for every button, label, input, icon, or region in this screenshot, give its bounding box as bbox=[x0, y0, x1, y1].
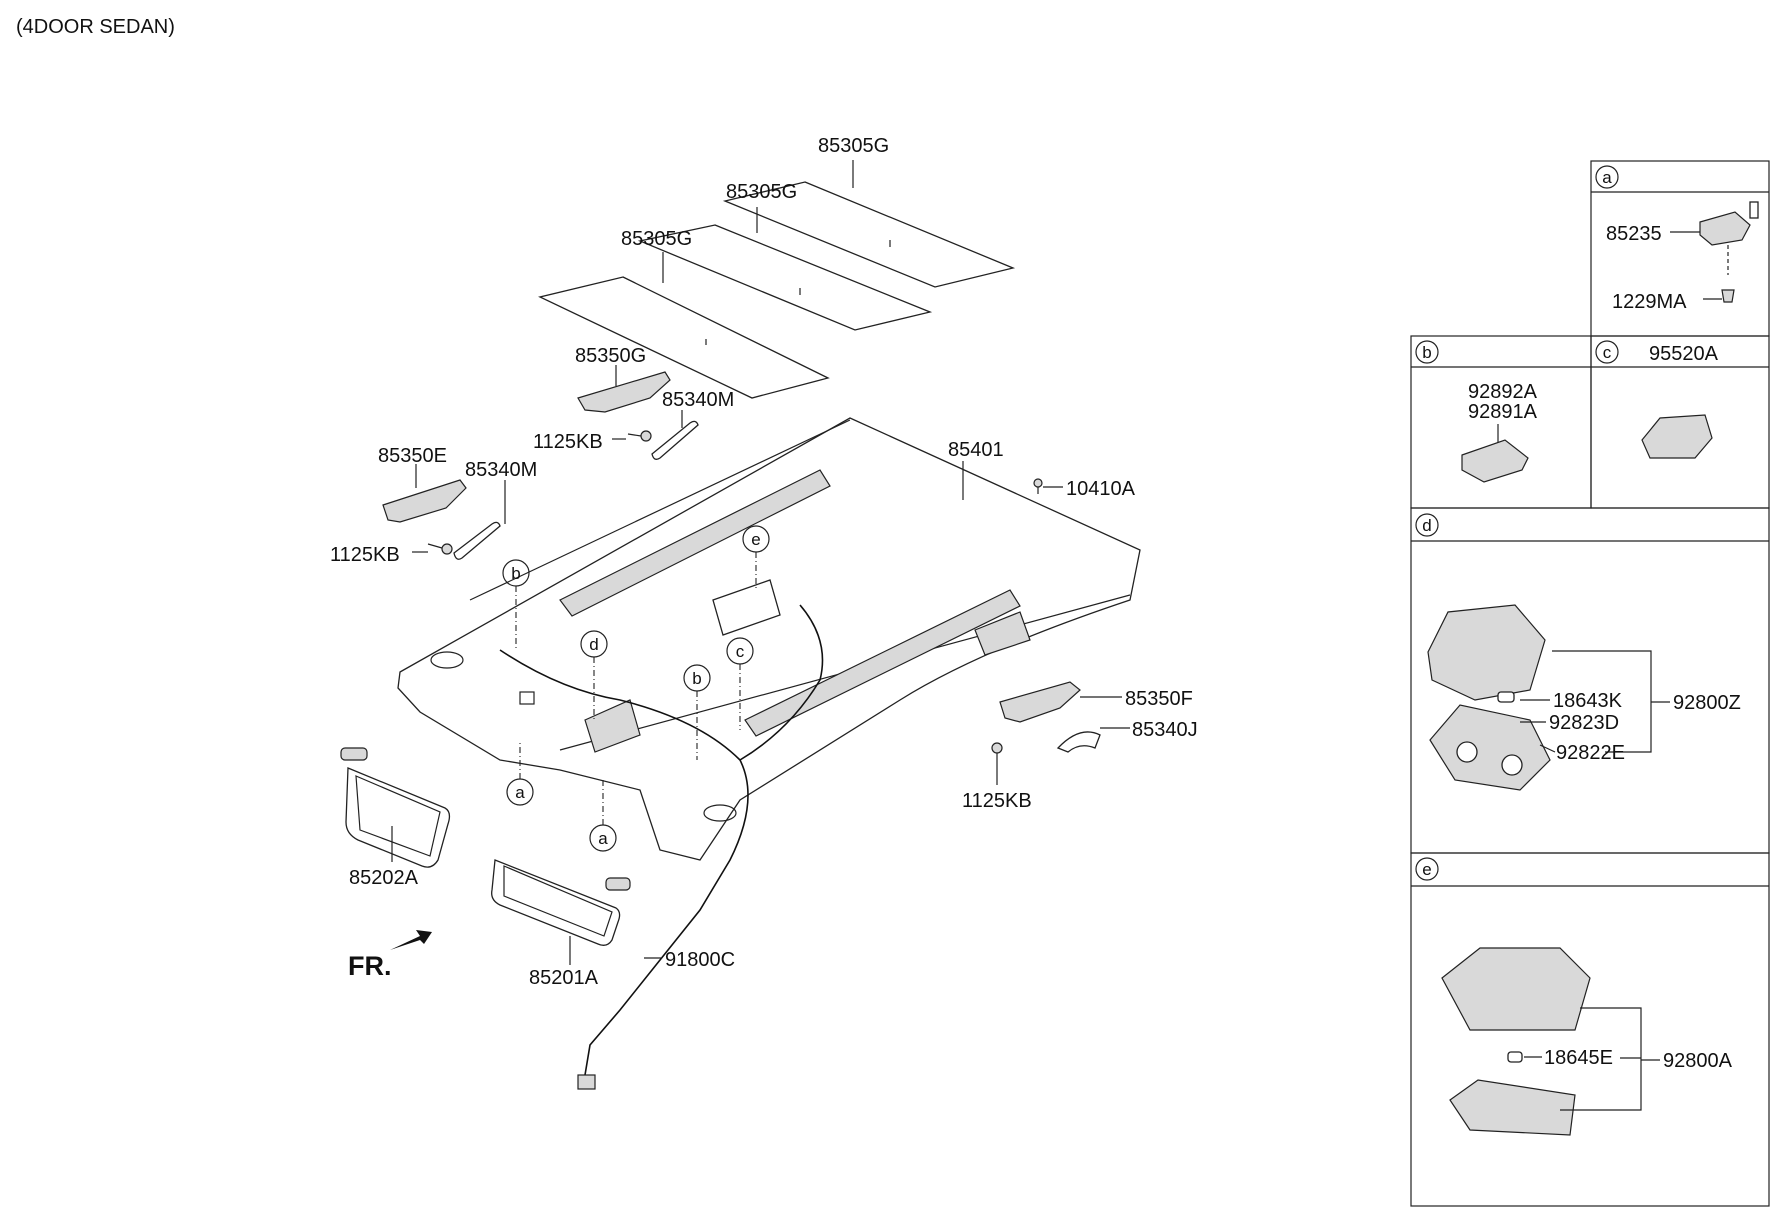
bracket-85350E[interactable] bbox=[382, 479, 467, 523]
label-85340M-upper: 85340M bbox=[662, 389, 734, 411]
svg-text:a: a bbox=[515, 783, 525, 802]
detail-box-c: c 95520A bbox=[1590, 335, 1770, 509]
headliner-opening-rear bbox=[974, 611, 1031, 656]
detail-box-d: d 18643K 92823D 92822E 92800Z bbox=[1410, 507, 1770, 854]
detail-d-part-2: 92823D bbox=[1549, 712, 1619, 734]
bulb-18645E[interactable] bbox=[1507, 1051, 1523, 1063]
headliner-opening-front bbox=[584, 699, 641, 753]
label-85340J: 85340J bbox=[1132, 719, 1198, 741]
svg-text:d: d bbox=[589, 635, 598, 654]
detail-c-part-1: 95520A bbox=[1649, 343, 1719, 365]
svg-text:e: e bbox=[751, 530, 760, 549]
detail-d-tag: d bbox=[1422, 516, 1431, 535]
headliner-rib-right bbox=[744, 589, 1021, 737]
assist-handle-85340M-lower[interactable] bbox=[453, 521, 501, 560]
bolt-1125KB-upper[interactable] bbox=[627, 430, 652, 442]
front-marker: FR. bbox=[348, 951, 392, 981]
roof-pad-front[interactable] bbox=[538, 276, 830, 399]
bracket-85350F[interactable] bbox=[999, 681, 1081, 723]
front-arrow-icon bbox=[390, 930, 432, 950]
label-85350F: 85350F bbox=[1125, 688, 1193, 710]
clip-10410A[interactable] bbox=[1033, 478, 1043, 494]
detail-d-part-4: 92800Z bbox=[1673, 692, 1741, 714]
detail-box-e: e 18645E 92800A bbox=[1410, 852, 1770, 1207]
detail-b-part-1: 92892A bbox=[1468, 381, 1538, 403]
callout-b-left[interactable]: b bbox=[502, 559, 530, 650]
sun-visor-85201A[interactable] bbox=[491, 859, 621, 946]
headliner-room-lamp bbox=[712, 579, 781, 636]
detail-box-a: a 85235 1229MA bbox=[1590, 160, 1770, 337]
label-1125KB-lower: 1125KB bbox=[330, 544, 400, 566]
overhead-console-body[interactable] bbox=[1427, 604, 1546, 701]
callout-b-right[interactable]: b bbox=[683, 664, 711, 760]
bolt-1125KB-right[interactable] bbox=[991, 742, 1003, 765]
variant-title: (4DOOR SEDAN) bbox=[16, 16, 175, 38]
headliner-rib-left bbox=[559, 469, 831, 617]
visor-bracket-left bbox=[340, 747, 368, 761]
callout-a-left[interactable]: a bbox=[506, 740, 534, 806]
label-91800C: 91800C bbox=[665, 949, 735, 971]
detail-e-tag: e bbox=[1422, 860, 1431, 879]
bracket-85350G[interactable] bbox=[577, 371, 671, 413]
detail-a-part-2: 1229MA bbox=[1612, 291, 1687, 313]
vanity-lamp-icon[interactable] bbox=[1461, 439, 1529, 483]
callout-e[interactable]: e bbox=[742, 525, 770, 590]
svg-text:b: b bbox=[511, 564, 520, 583]
clip-85235[interactable] bbox=[1699, 211, 1751, 246]
room-lamp-lens[interactable] bbox=[1449, 1079, 1576, 1136]
harness-connector bbox=[577, 1074, 596, 1090]
detail-b-part-2: 92891A bbox=[1468, 401, 1538, 423]
label-85401: 85401 bbox=[948, 439, 1004, 461]
sun-visor-85202A[interactable] bbox=[345, 767, 451, 868]
assist-handle-85340J[interactable] bbox=[1056, 731, 1101, 753]
wiring-harness-91800C[interactable] bbox=[499, 649, 749, 1076]
label-10410A: 10410A bbox=[1066, 478, 1136, 500]
screw-1229MA[interactable] bbox=[1721, 289, 1735, 303]
detail-b-tag: b bbox=[1422, 343, 1431, 362]
detail-a-part-1: 85235 bbox=[1606, 223, 1662, 245]
bolt-1125KB-lower[interactable] bbox=[427, 543, 453, 555]
svg-text:c: c bbox=[736, 642, 745, 661]
detail-a-tag: a bbox=[1602, 168, 1612, 187]
assist-handle-85340M-upper[interactable] bbox=[651, 420, 699, 460]
label-1125KB-right: 1125KB bbox=[962, 790, 1032, 812]
detail-d-part-3: 92822E bbox=[1556, 742, 1625, 764]
callout-d[interactable]: d bbox=[580, 630, 608, 720]
detail-box-b: b 92892A 92891A bbox=[1410, 335, 1592, 509]
label-85340M-lower: 85340M bbox=[465, 459, 537, 481]
label-85305G-rear: 85305G bbox=[818, 135, 889, 157]
label-85350E: 85350E bbox=[378, 445, 447, 467]
console-lens-92823D[interactable] bbox=[1429, 704, 1551, 791]
callout-c[interactable]: c bbox=[726, 637, 754, 730]
label-85350G: 85350G bbox=[575, 345, 646, 367]
detail-d-part-1: 18643K bbox=[1553, 690, 1623, 712]
svg-text:a: a bbox=[598, 829, 608, 848]
roof-pad-rear[interactable] bbox=[722, 181, 1016, 288]
headliner-85401[interactable] bbox=[397, 417, 1141, 861]
roof-pad-group bbox=[538, 181, 1016, 399]
detail-e-part-1: 18645E bbox=[1544, 1047, 1613, 1069]
label-1125KB-upper: 1125KB bbox=[533, 431, 603, 453]
callout-a-bottom[interactable]: a bbox=[589, 780, 617, 852]
label-85201A: 85201A bbox=[529, 967, 599, 989]
visor-bracket-right bbox=[605, 877, 631, 891]
label-85305G-middle: 85305G bbox=[726, 181, 797, 203]
label-85202A: 85202A bbox=[349, 867, 419, 889]
detail-c-tag: c bbox=[1603, 343, 1612, 362]
interior-lamp-icon[interactable] bbox=[1641, 414, 1713, 459]
svg-text:b: b bbox=[692, 669, 701, 688]
room-lamp-body[interactable] bbox=[1441, 947, 1591, 1031]
roof-pad-middle[interactable] bbox=[637, 224, 933, 331]
detail-e-part-2: 92800A bbox=[1663, 1050, 1733, 1072]
bulb-18643K[interactable] bbox=[1497, 691, 1515, 703]
label-85305G-front: 85305G bbox=[621, 228, 692, 250]
